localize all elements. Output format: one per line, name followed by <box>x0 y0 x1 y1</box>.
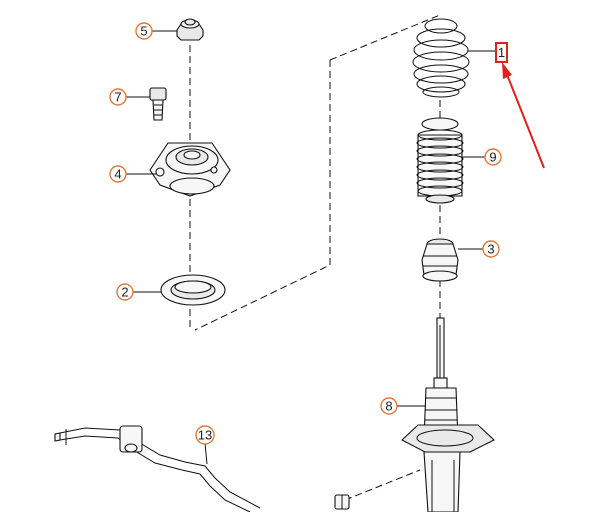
stabilizer-bar-part <box>54 425 261 512</box>
callout-8[interactable]: 8 <box>380 397 398 415</box>
callout-2[interactable]: 2 <box>116 283 134 301</box>
callout-3-label: 3 <box>487 242 494 257</box>
callout-1[interactable]: 1 <box>495 42 508 63</box>
callout-13-label: 13 <box>198 428 212 443</box>
leader-lines <box>126 30 497 465</box>
bellows-part <box>416 117 464 204</box>
coil-spring-part <box>412 18 470 98</box>
top-nut-part <box>176 18 204 41</box>
bolt-part <box>149 87 167 121</box>
strut-mount-part <box>149 142 231 197</box>
link-bolt-part <box>334 494 350 510</box>
bearing-ring-part <box>160 274 226 306</box>
callout-9-label: 9 <box>489 150 496 165</box>
callout-9[interactable]: 9 <box>484 148 502 166</box>
dashed-guide-lines <box>189 14 441 501</box>
callout-3[interactable]: 3 <box>482 240 500 258</box>
highlight-box <box>495 42 508 63</box>
callout-7-label: 7 <box>114 90 121 105</box>
callout-5[interactable]: 5 <box>135 22 153 40</box>
callout-7[interactable]: 7 <box>109 88 127 106</box>
red-arrow-icon <box>502 62 545 169</box>
shock-absorber-part <box>401 317 495 512</box>
callout-1-label: 1 <box>498 45 505 60</box>
bump-stop-part <box>421 238 459 282</box>
callout-4-label: 4 <box>114 167 121 182</box>
callout-8-label: 8 <box>385 399 392 414</box>
callout-13[interactable]: 13 <box>195 425 215 445</box>
callout-4[interactable]: 4 <box>109 165 127 183</box>
callout-5-label: 5 <box>140 24 147 39</box>
callout-2-label: 2 <box>121 285 128 300</box>
